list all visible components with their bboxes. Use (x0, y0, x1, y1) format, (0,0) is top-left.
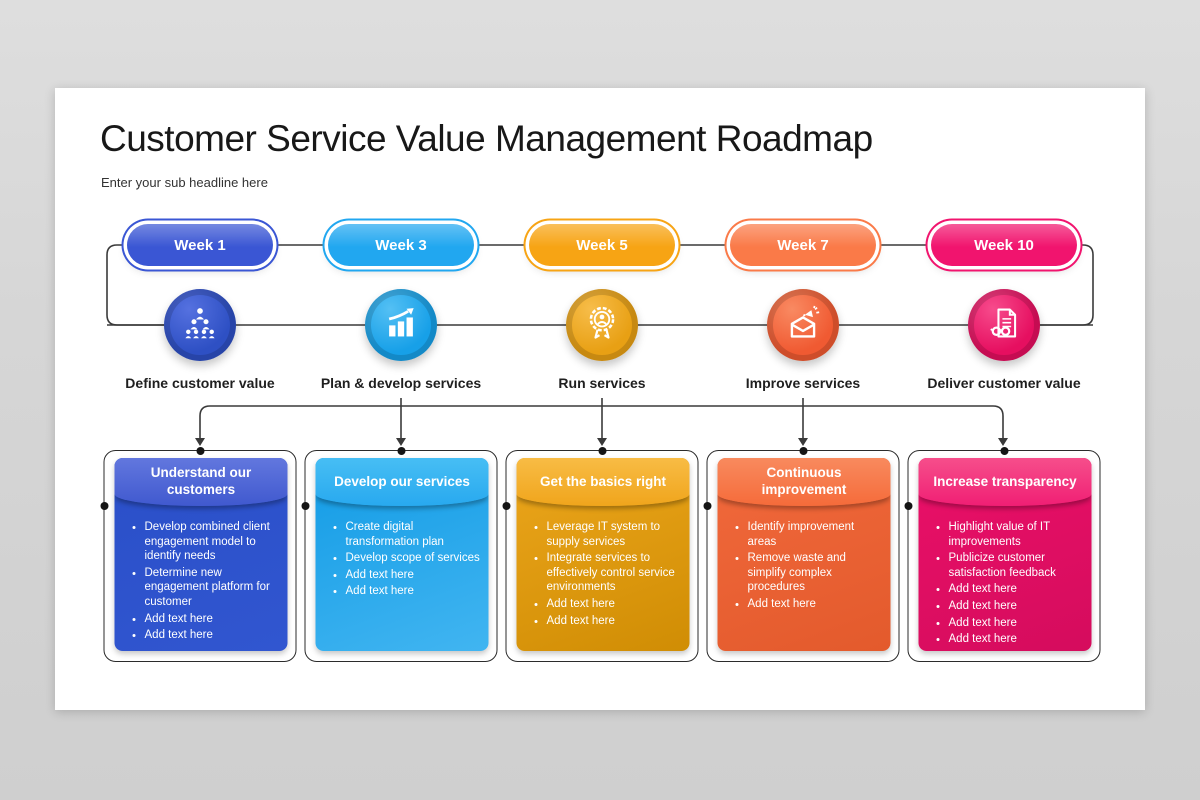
bullet-item: Add text here (949, 616, 1084, 631)
card-title: Get the basics right (539, 473, 667, 489)
stage-circle (566, 289, 638, 361)
stage-circle (365, 289, 437, 361)
award-medal-icon (583, 304, 621, 347)
roadmap-column: Week 1 Define customer value Understand … (100, 88, 301, 710)
connector-dot (799, 446, 807, 455)
roadmap-column: Week 10 Deliver customer value Increase … (904, 88, 1105, 710)
bullet-item: Add text here (547, 597, 682, 612)
connector-dot (100, 502, 108, 510)
card-header: Develop our services (315, 458, 489, 506)
card-frame: Continuous improvement Identify improvem… (703, 446, 900, 662)
stage-label: Plan & develop services (320, 375, 482, 391)
card-header: Understand our customers (114, 458, 288, 506)
connector-dot (397, 446, 405, 455)
announcement-mail-icon (784, 304, 822, 347)
card-title: Understand our customers (150, 465, 252, 497)
card-frame: Understand our customers Develop combine… (100, 446, 297, 662)
org-hierarchy-icon (181, 304, 219, 347)
bullet-list: Identify improvement areasRemove waste a… (732, 520, 883, 614)
bullet-item: Develop combined client engagement model… (145, 520, 280, 564)
bullet-list: Highlight value of IT improvementsPublic… (933, 520, 1084, 649)
page-title: Customer Service Value Management Roadma… (100, 118, 873, 159)
document-review-icon (985, 304, 1023, 347)
week-pill-label: Week 10 (974, 236, 1034, 254)
bullet-list: Create digital transformation planDevelo… (330, 520, 481, 601)
bullet-item: Add text here (949, 582, 1084, 597)
stage-circle (164, 289, 236, 361)
bullet-item: Add text here (145, 628, 280, 643)
connector-dot (598, 446, 606, 455)
week-pill: Week 10 (931, 224, 1077, 266)
stage-card: Continuous improvement Identify improvem… (717, 458, 891, 651)
stage-card: Get the basics right Leverage IT system … (516, 458, 690, 651)
week-pill: Week 5 (529, 224, 675, 266)
card-frame: Increase transparency Highlight value of… (904, 446, 1101, 662)
connector-dot (904, 502, 912, 510)
connector-dot (502, 502, 510, 510)
card-title: Develop our services (334, 473, 470, 489)
connector-dot (703, 502, 711, 510)
card-frame: Develop our services Create digital tran… (301, 446, 498, 662)
stage-circle (968, 289, 1040, 361)
bullet-item: Create digital transformation plan (346, 520, 481, 549)
bullet-item: Add text here (547, 614, 682, 629)
growth-chart-icon (382, 304, 420, 347)
bullet-item: Add text here (346, 584, 481, 599)
roadmap-column: Week 7 Improve services Continuous impro… (703, 88, 904, 710)
week-pill-label: Week 7 (777, 236, 829, 254)
week-pill: Week 1 (127, 224, 273, 266)
stage-label: Improve services (745, 375, 861, 391)
stage-card: Develop our services Create digital tran… (315, 458, 489, 651)
week-pill-label: Week 1 (174, 236, 226, 254)
connector-dot (196, 446, 204, 455)
card-title: Increase transparency (933, 473, 1077, 489)
connector-dot (1000, 446, 1008, 455)
bullet-item: Identify improvement areas (748, 520, 883, 549)
stage-circle (767, 289, 839, 361)
stage-label: Deliver customer value (927, 375, 1081, 391)
card-header: Increase transparency (918, 458, 1092, 506)
week-pill: Week 3 (328, 224, 474, 266)
stage-label: Define customer value (125, 375, 275, 391)
card-title: Continuous improvement (761, 465, 847, 497)
week-pill-label: Week 5 (576, 236, 628, 254)
bullet-item: Integrate services to effectively contro… (547, 551, 682, 595)
week-pill: Week 7 (730, 224, 876, 266)
bullet-item: Determine new engagement platform for cu… (145, 566, 280, 610)
bullet-item: Remove waste and simplify complex proced… (748, 551, 883, 595)
bullet-item: Highlight value of IT improvements (949, 520, 1084, 549)
bullet-list: Leverage IT system to supply servicesInt… (531, 520, 682, 630)
bullet-item: Add text here (949, 632, 1084, 647)
connector-dot (301, 502, 309, 510)
roadmap-column: Week 3 Plan & develop services Develop o… (301, 88, 502, 710)
roadmap-column: Week 5 Run services Get the basics right… (502, 88, 703, 710)
stage-label: Run services (558, 375, 646, 391)
bullet-item: Leverage IT system to supply services (547, 520, 682, 549)
card-header: Continuous improvement (717, 458, 891, 506)
stage-card: Understand our customers Develop combine… (114, 458, 288, 651)
bullet-item: Add text here (346, 568, 481, 583)
page-subtitle: Enter your sub headline here (101, 175, 268, 190)
bullet-item: Publicize customer satisfaction feedback (949, 551, 1084, 580)
card-header: Get the basics right (516, 458, 690, 506)
stage-card: Increase transparency Highlight value of… (918, 458, 1092, 651)
week-pill-label: Week 3 (375, 236, 427, 254)
slide-canvas: Customer Service Value Management Roadma… (55, 88, 1145, 710)
bullet-item: Develop scope of services (346, 551, 481, 566)
bullet-list: Develop combined client engagement model… (129, 520, 280, 645)
bullet-item: Add text here (949, 599, 1084, 614)
card-frame: Get the basics right Leverage IT system … (502, 446, 699, 662)
bullet-item: Add text here (145, 612, 280, 627)
bullet-item: Add text here (748, 597, 883, 612)
